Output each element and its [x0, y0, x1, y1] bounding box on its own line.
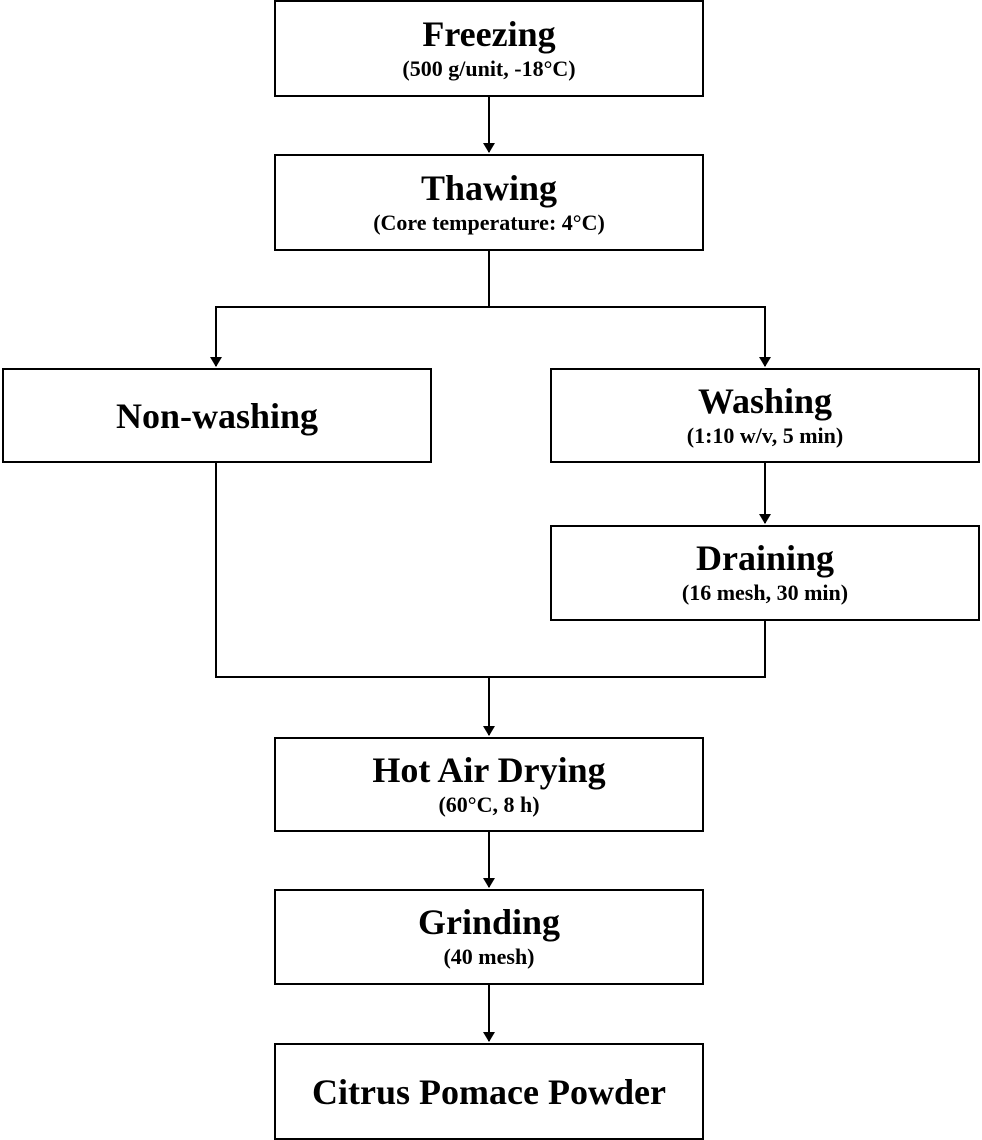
step-hot-air-drying-title: Hot Air Drying: [372, 749, 606, 790]
step-hot-air-drying-detail: (60°C, 8 h): [438, 791, 540, 817]
step-washing-detail: (1:10 w/v, 5 min): [686, 422, 844, 448]
step-freezing-title: Freezing: [422, 13, 556, 54]
step-citrus-pomace-powder-box: Citrus Pomace Powder: [274, 1043, 704, 1140]
step-nonwashing-box: Non-washing: [2, 368, 432, 463]
step-thawing-detail: (Core temperature: 4°C): [373, 209, 605, 235]
step-freezing-box: Freezing (500 g/unit, -18°C): [274, 0, 704, 97]
step-draining-box: Draining (16 mesh, 30 min): [550, 525, 980, 621]
step-freezing-detail: (500 g/unit, -18°C): [402, 55, 576, 81]
step-nonwashing-title: Non-washing: [115, 395, 319, 436]
step-draining-detail: (16 mesh, 30 min): [681, 580, 849, 605]
step-grinding-title: Grinding: [417, 902, 561, 942]
step-grinding-detail: (40 mesh): [443, 944, 535, 969]
step-citrus-pomace-powder-title: Citrus Pomace Powder: [312, 1071, 666, 1112]
step-thawing-title: Thawing: [420, 167, 558, 208]
step-grinding-box: Grinding (40 mesh): [274, 889, 704, 985]
step-thawing-box: Thawing (Core temperature: 4°C): [274, 154, 704, 251]
step-washing-title: Washing: [697, 380, 833, 421]
step-hot-air-drying-box: Hot Air Drying (60°C, 8 h): [274, 737, 704, 832]
step-draining-title: Draining: [695, 538, 835, 578]
step-washing-box: Washing (1:10 w/v, 5 min): [550, 368, 980, 463]
